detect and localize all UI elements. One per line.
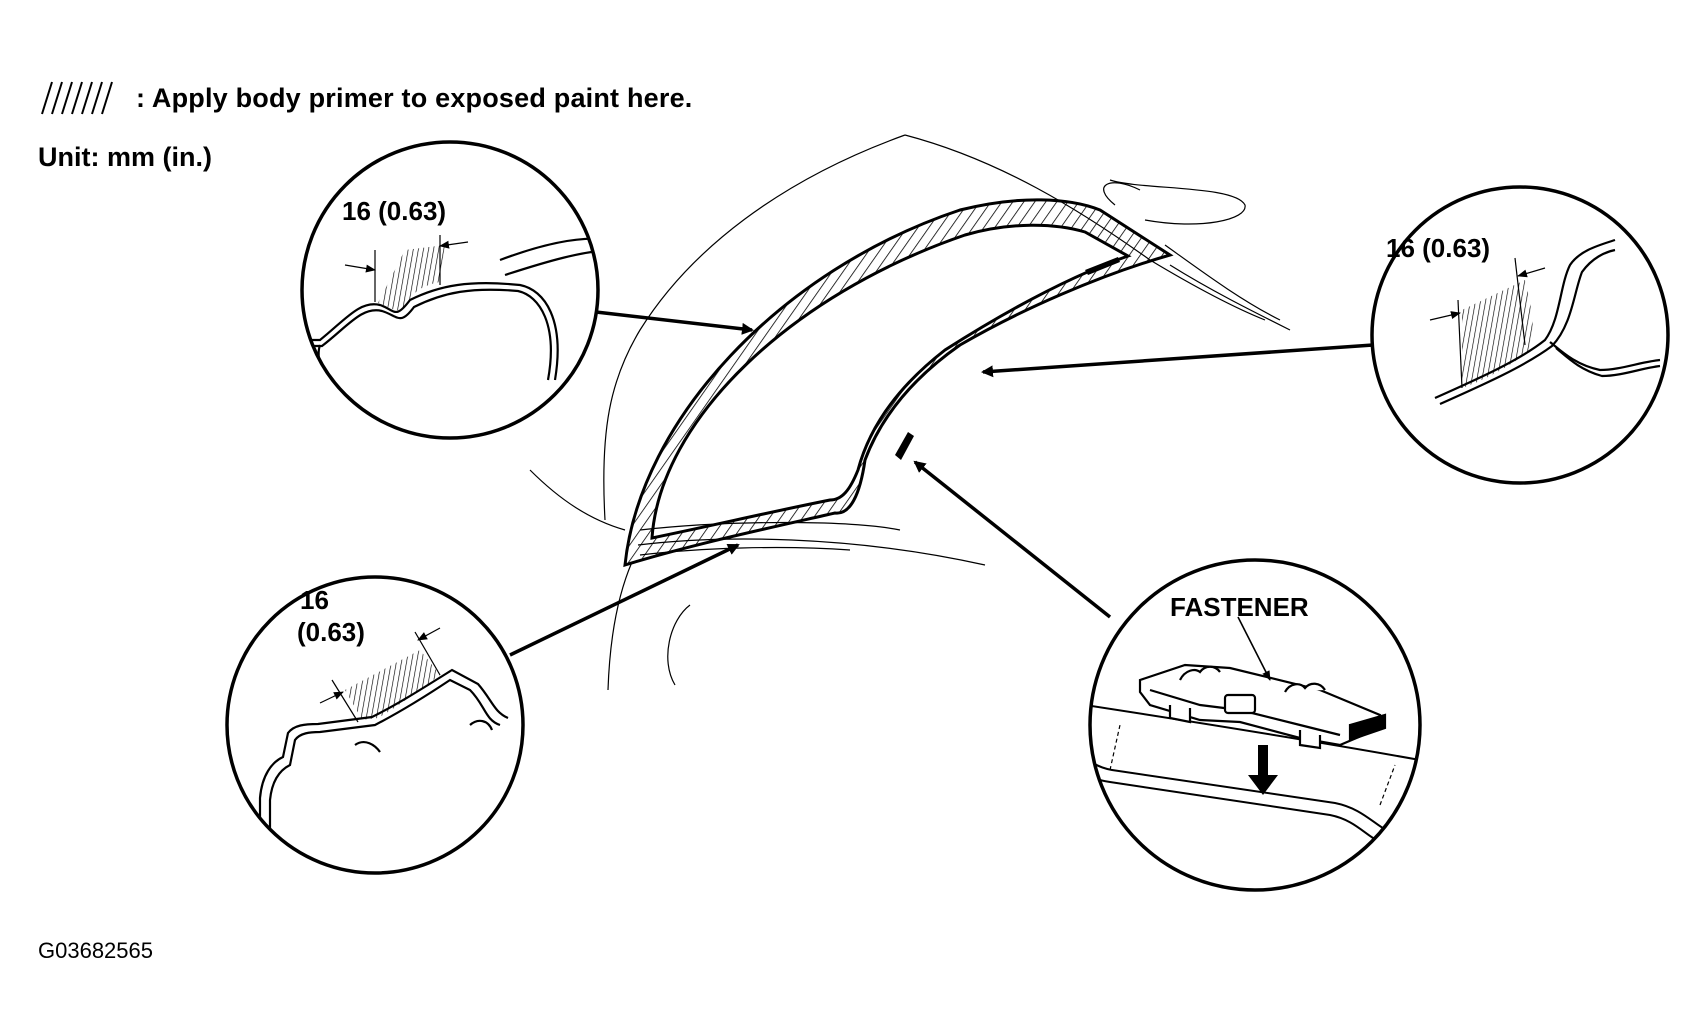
legend-text: : Apply body primer to exposed paint her… — [136, 82, 693, 113]
fastener-arrow-down — [1248, 745, 1278, 795]
fastener-label: FASTENER — [1170, 592, 1309, 622]
unit-label: Unit: mm (in.) — [38, 142, 212, 172]
detail-right — [1429, 238, 1661, 406]
windshield-flange-primer-area — [623, 198, 1174, 568]
detail-fastener — [1090, 616, 1420, 847]
fastener-slot — [895, 432, 914, 460]
dim-label-top-left: 16 (0.63) — [342, 196, 447, 226]
figure-id: G03682565 — [38, 938, 153, 963]
detail-top-left — [302, 235, 598, 381]
callout-circle-top-left — [300, 140, 600, 440]
hatch-swatch-icon — [41, 81, 113, 115]
detail-bottom-left — [258, 627, 509, 840]
dim-label-bottom-left-inch: (0.63) — [297, 617, 365, 647]
fastener-slot-top — [1085, 257, 1120, 275]
dim-label-bottom-left-value: 16 — [300, 585, 329, 615]
dim-label-right: 16 (0.63) — [1386, 233, 1491, 263]
leader-arrows — [509, 310, 1374, 657]
fastener-clip — [1138, 663, 1387, 750]
legend: : Apply body primer to exposed paint her… — [38, 78, 692, 118]
